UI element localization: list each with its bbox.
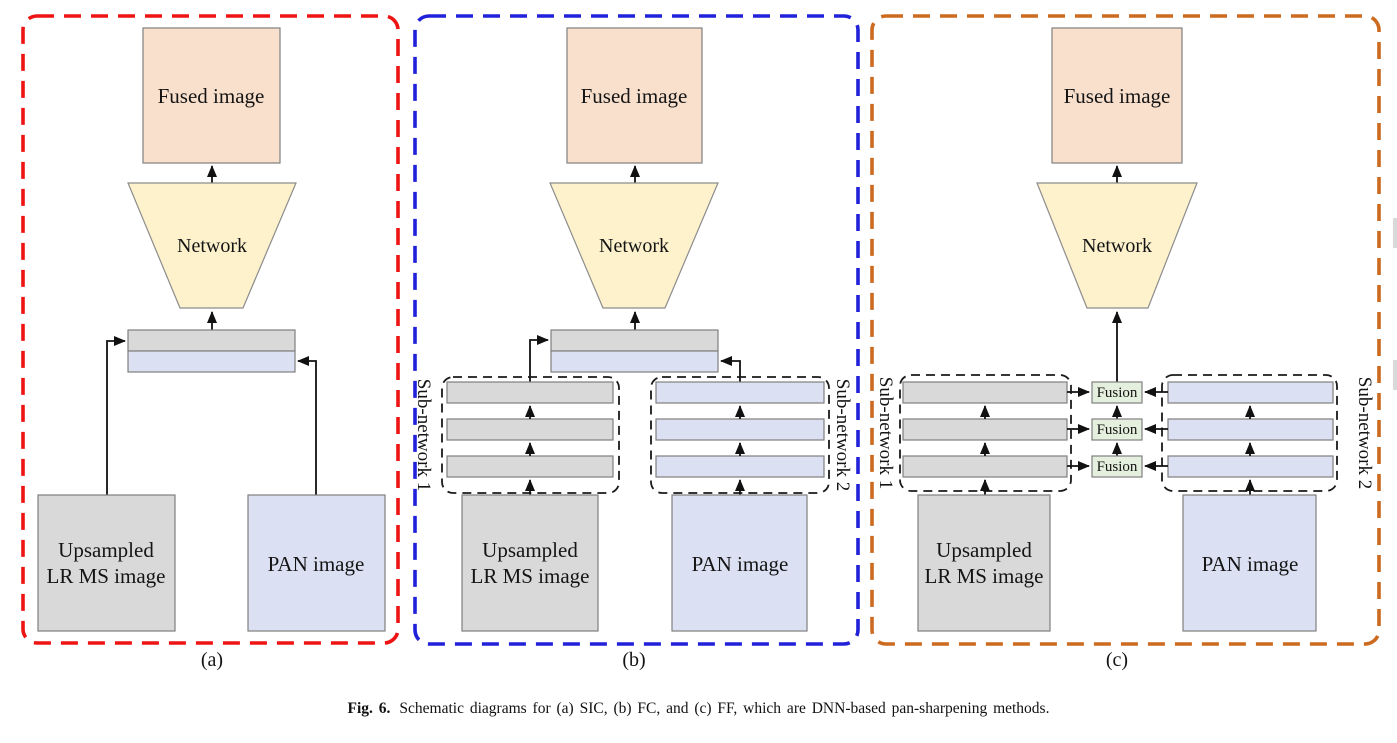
panel-a-letter: (a) — [201, 649, 223, 671]
upsampled-ms-label-line2: LR MS image — [925, 564, 1044, 588]
subnet2-layer-bar — [1167, 381, 1334, 404]
arrow-subnet2-to-concat — [720, 356, 741, 382]
upsampled-ms-label-line1: Upsampled — [482, 538, 578, 562]
network-label: Network — [599, 235, 669, 257]
subnet2-layer-bar — [1167, 418, 1334, 441]
fused-image-label: Fused image — [158, 84, 265, 108]
figure-caption-number: Fig. 6. — [347, 700, 391, 717]
panel-b: Fused image Network Sub-network 1 Sub-ne… — [413, 14, 860, 671]
upsampled-ms-box — [917, 494, 1051, 632]
upsampled-ms-box — [461, 494, 599, 632]
network-label: Network — [177, 235, 247, 257]
pan-image-label: PAN image — [268, 552, 365, 576]
panel-b-border — [413, 14, 860, 646]
fused-image-box — [142, 27, 281, 164]
subnet1-layer-bar — [902, 455, 1068, 478]
concat-ms-bar — [127, 329, 296, 352]
network-trapezoid — [1036, 182, 1198, 309]
fused-image-box — [1051, 27, 1183, 164]
network-trapezoid — [127, 182, 297, 309]
subnetwork1-label: Sub-network 1 — [413, 379, 434, 491]
upsampled-ms-label-line1: Upsampled — [58, 538, 154, 562]
subnet2-layer-bar — [655, 418, 825, 441]
arrow-pan-to-concat — [297, 356, 317, 495]
figure-caption-text: Schematic diagrams for (a) SIC, (b) FC, … — [399, 700, 1050, 717]
subnet1-layer-bar — [446, 381, 614, 404]
subnet1-layer-bar — [902, 381, 1068, 404]
subnet1-layer-bar — [446, 455, 614, 478]
fusion-label: Fusion — [1097, 422, 1138, 438]
network-trapezoid — [549, 182, 719, 309]
pan-image-box — [247, 494, 386, 632]
pan-image-label: PAN image — [692, 552, 789, 576]
subnet1-layer-bar — [446, 418, 614, 441]
fusion-label: Fusion — [1097, 459, 1138, 475]
figure-caption: Fig. 6. Schematic diagrams for (a) SIC, (… — [0, 700, 1397, 718]
concat-ms-bar — [550, 329, 719, 352]
panel-a: Fused image Network Upsampled LR MS imag… — [21, 14, 400, 671]
arrow-ms-to-concat — [106, 336, 126, 495]
concat-pan-bar — [127, 350, 296, 373]
upsampled-ms-label-line2: LR MS image — [47, 564, 166, 588]
subnetwork1-label: Sub-network 1 — [875, 377, 896, 489]
concat-pan-bar — [550, 350, 719, 373]
subnet2-layer-bar — [655, 381, 825, 404]
pan-image-label: PAN image — [1202, 552, 1299, 576]
panel-c-border — [870, 14, 1381, 646]
arrow-subnet1-to-concat — [529, 335, 549, 382]
fused-image-label: Fused image — [1064, 84, 1171, 108]
subnetwork2-label: Sub-network 2 — [832, 379, 853, 491]
fused-image-box — [566, 27, 703, 164]
network-label: Network — [1082, 235, 1152, 257]
subnet2-layer-bar — [655, 455, 825, 478]
fusion-box — [1091, 455, 1143, 478]
panel-b-letter: (b) — [622, 649, 645, 671]
subnetwork2-label: Sub-network 2 — [1354, 377, 1375, 489]
page-edge-fragment — [1393, 360, 1397, 390]
page-edge-fragment — [1393, 218, 1397, 248]
upsampled-ms-label-line1: Upsampled — [936, 538, 1032, 562]
pan-image-box — [1182, 494, 1317, 632]
panel-c-letter: (c) — [1106, 649, 1128, 671]
subnetwork2-box — [1161, 374, 1338, 492]
pan-image-box — [671, 494, 808, 632]
subnet2-layer-bar — [1167, 455, 1334, 478]
fusion-label: Fusion — [1097, 385, 1138, 401]
fusion-box — [1091, 418, 1143, 441]
panel-a-border — [21, 14, 400, 645]
upsampled-ms-box — [37, 494, 176, 632]
fused-image-label: Fused image — [581, 84, 688, 108]
subnet1-layer-bar — [902, 418, 1068, 441]
fusion-box — [1091, 381, 1143, 404]
panel-c: Fused image Network Sub-network 1 Sub-ne… — [870, 14, 1381, 671]
upsampled-ms-label-line2: LR MS image — [471, 564, 590, 588]
